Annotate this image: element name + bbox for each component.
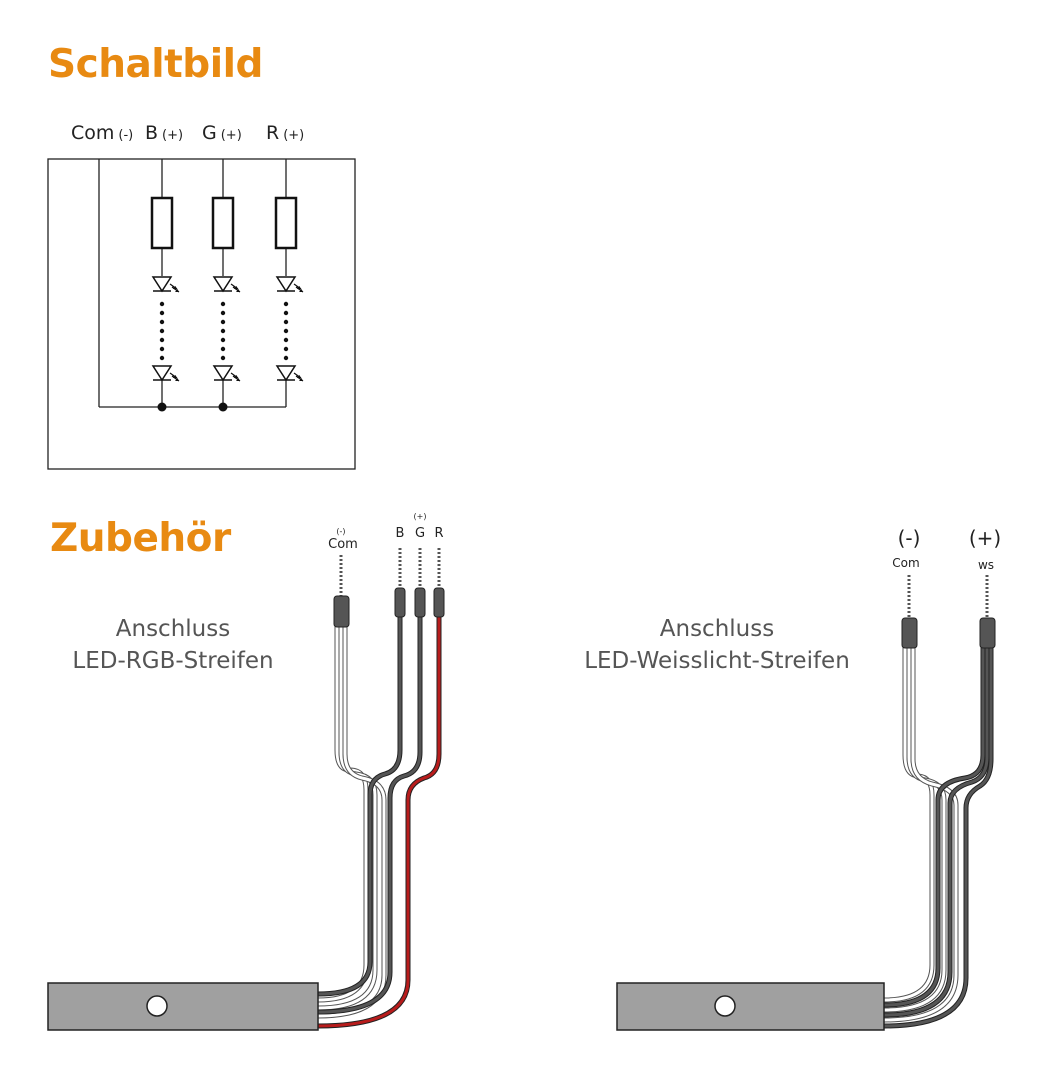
led-g-bottom bbox=[213, 365, 241, 382]
label-g: G(+) bbox=[202, 122, 242, 144]
rgb-cable bbox=[47, 548, 445, 1031]
rgb-sleeve-com bbox=[333, 595, 350, 628]
rgb-label-b: B bbox=[396, 526, 405, 541]
resistor-r bbox=[274, 196, 298, 250]
schematic-labels: Com(-) B(+) G(+) R(+) bbox=[71, 122, 304, 144]
rgb-caption-line2: LED-RGB-Streifen bbox=[72, 648, 274, 674]
label-b: B(+) bbox=[145, 122, 183, 144]
rgb-caption: Anschluss LED-RGB-Streifen bbox=[28, 613, 318, 677]
white-strip bbox=[616, 982, 885, 1031]
white-caption-line2: LED-Weisslicht-Streifen bbox=[584, 648, 850, 674]
white-sleeve-com bbox=[901, 617, 918, 649]
dots-g bbox=[220, 301, 226, 361]
rgb-label-g-sup: (+) bbox=[414, 512, 427, 521]
schaltbild-title: Schaltbild bbox=[48, 42, 263, 87]
white-cable bbox=[616, 575, 996, 1031]
led-g-top bbox=[213, 276, 241, 293]
rgb-caption-line1: Anschluss bbox=[115, 616, 231, 642]
rgb-wire-labels: (-) Com B (+) G R bbox=[328, 512, 443, 552]
rgb-label-com-sup: (-) bbox=[336, 527, 345, 536]
white-caption: Anschluss LED-Weisslicht-Streifen bbox=[572, 613, 862, 677]
resistor-g bbox=[211, 196, 235, 250]
rgb-label-r: R bbox=[434, 526, 443, 541]
rgb-label-g: G bbox=[415, 526, 425, 541]
rgb-sleeve-g bbox=[414, 587, 426, 618]
schematic-frame bbox=[47, 158, 356, 470]
white-strip-hole bbox=[714, 995, 736, 1017]
rgb-strip-hole bbox=[146, 995, 168, 1017]
rgb-sleeve-r bbox=[433, 587, 445, 618]
white-label-ws: ws bbox=[978, 558, 994, 572]
white-label-com: Com bbox=[892, 556, 919, 570]
dots-b bbox=[159, 301, 165, 361]
white-label-plus: (+) bbox=[969, 526, 1001, 550]
led-r-top bbox=[276, 276, 304, 293]
rgb-sleeve-b bbox=[394, 587, 406, 618]
junction-dot bbox=[218, 402, 228, 412]
rgb-label-com: Com bbox=[328, 537, 358, 552]
led-b-bottom bbox=[152, 365, 180, 382]
white-wire-labels: (-) Com (+) ws bbox=[892, 526, 1001, 572]
label-com: Com(-) bbox=[71, 122, 133, 144]
schematic-circuit bbox=[47, 158, 356, 470]
zubehoer-title: Zubehör bbox=[50, 516, 231, 561]
dots-r bbox=[283, 301, 289, 361]
white-sleeve-ws bbox=[979, 617, 996, 649]
label-r: R(+) bbox=[266, 122, 304, 144]
led-b-top bbox=[152, 276, 180, 293]
white-label-minus: (-) bbox=[898, 526, 921, 550]
resistor-b bbox=[150, 196, 174, 250]
junction-dot bbox=[157, 402, 167, 412]
led-r-bottom bbox=[276, 365, 304, 382]
white-caption-line1: Anschluss bbox=[659, 616, 775, 642]
rgb-strip bbox=[47, 982, 319, 1031]
